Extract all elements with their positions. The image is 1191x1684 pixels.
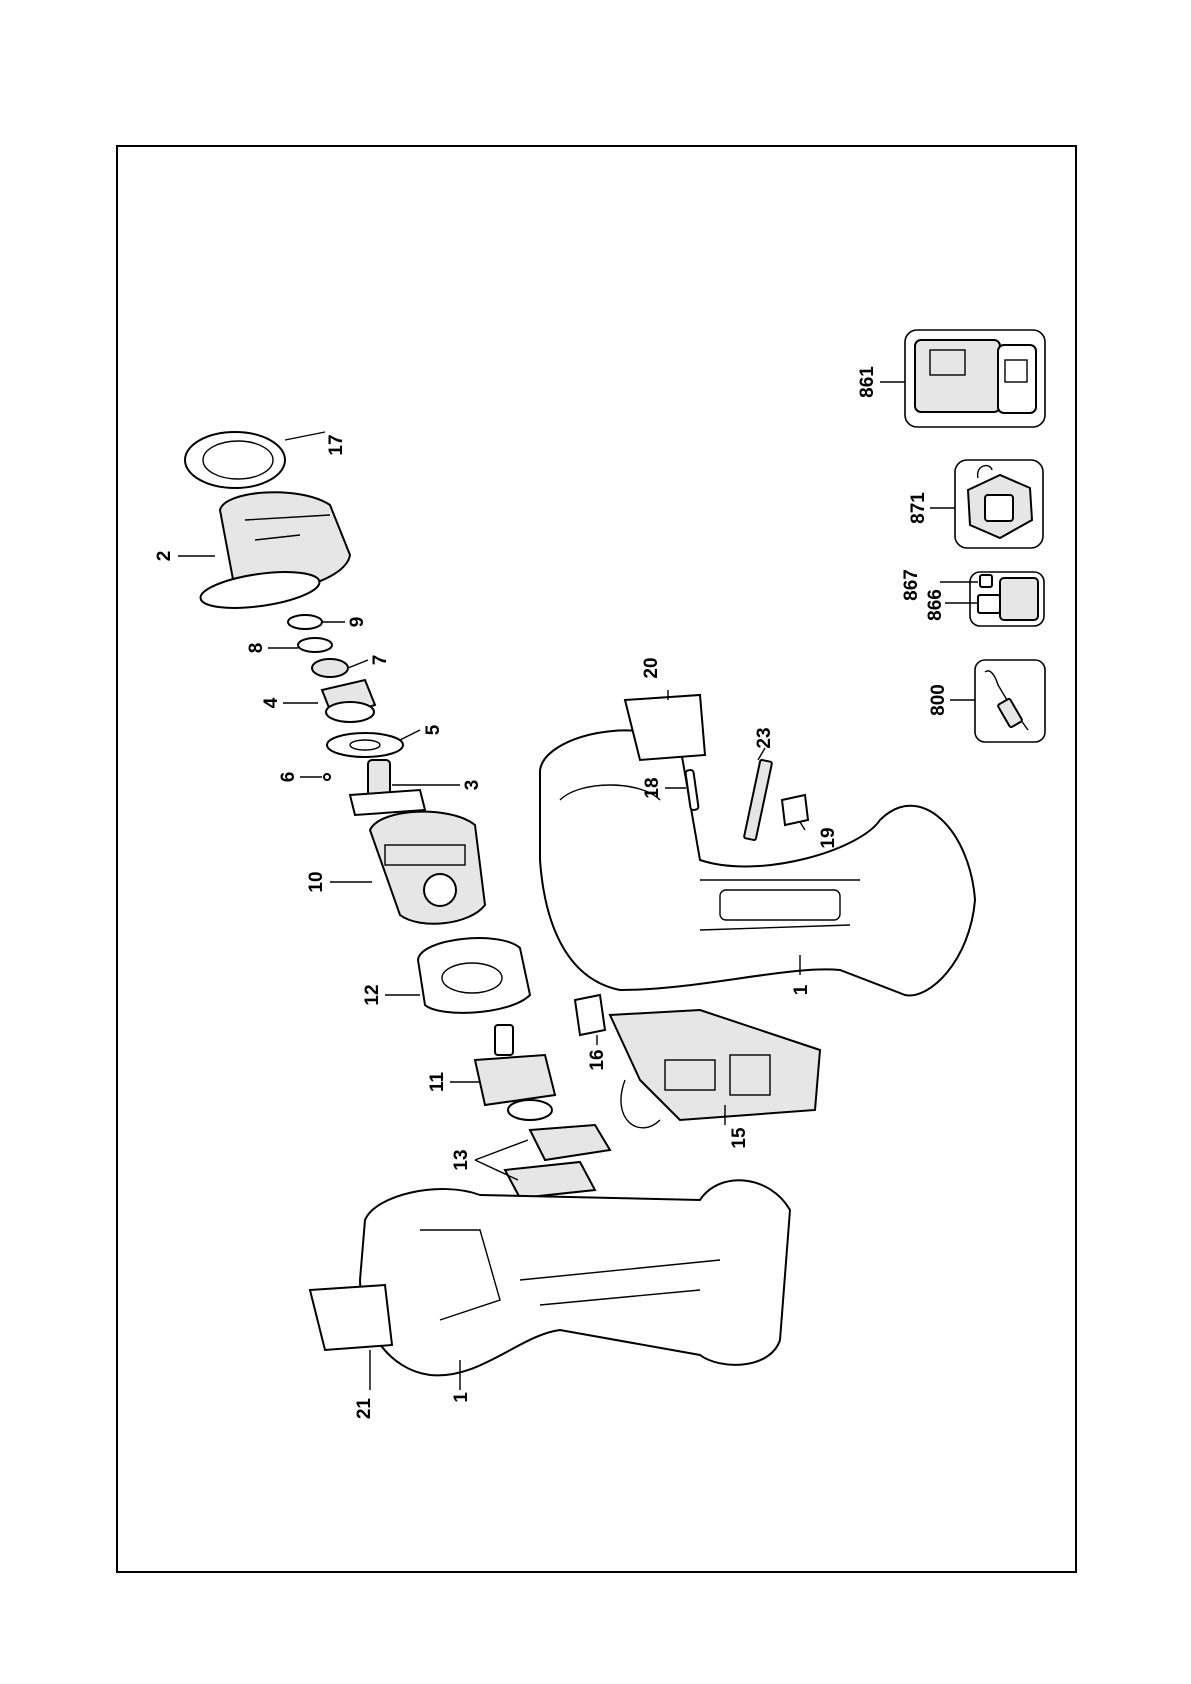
callout-4: 5 [423,724,444,735]
leader-lines [178,381,978,1390]
callout-21: 21 [354,1398,375,1420]
label-20 [623,693,707,762]
kit-800-card [974,659,1046,743]
label-21 [308,1283,394,1352]
callout-10: 10 [306,871,327,892]
clip-19 [780,793,810,827]
hammer-5 [320,678,377,723]
callout-15: 15 [729,1127,750,1149]
handle-housing-1 [539,729,977,997]
anvil-3 [348,759,427,817]
callout-800: 800 [928,684,949,716]
callout-11: 11 [427,1072,448,1093]
brush-holders-13 [503,1123,612,1200]
callout-9: 9 [347,617,368,628]
armature-11 [473,1024,557,1121]
gear-case-2 [199,491,352,609]
bumper-17 [184,431,286,489]
case-861-card [904,329,1046,428]
callout-1-left: 1 [451,1392,472,1403]
rings-9-8-7 [287,614,349,678]
callout-2: 2 [154,551,175,562]
callout-18: 18 [642,777,663,798]
bit-23 [743,758,773,842]
switch-16 [573,993,607,1037]
diagram-frame [116,145,1077,1573]
callout-861: 861 [857,366,878,398]
battery-866-867-card [969,571,1045,627]
callout-7: 7 [370,655,391,666]
field-ring-12 [416,937,532,1014]
callout-19: 19 [818,827,839,848]
screw-18 [684,769,700,811]
switch-15 [608,1008,822,1129]
callout-13: 13 [451,1149,472,1170]
callout-5: 4 [261,697,282,708]
washer-4 [326,732,404,758]
callout-3: 3 [462,780,483,791]
ball-6 [323,773,331,781]
callout-17: 17 [326,434,347,455]
transmission-10 [368,810,487,925]
callout-6: 6 [278,772,299,783]
callout-12: 12 [362,984,383,1005]
callout-867: 867 [901,569,922,601]
left-housing-1 [358,1179,792,1377]
callout-1-handle: 1 [791,984,812,995]
callout-871: 871 [908,492,929,524]
charger-871-card [954,459,1044,549]
callout-866: 866 [925,589,946,621]
callout-16: 16 [587,1049,608,1070]
callout-8: 8 [246,643,267,654]
callout-23: 23 [754,727,775,748]
callout-20: 20 [641,657,662,678]
